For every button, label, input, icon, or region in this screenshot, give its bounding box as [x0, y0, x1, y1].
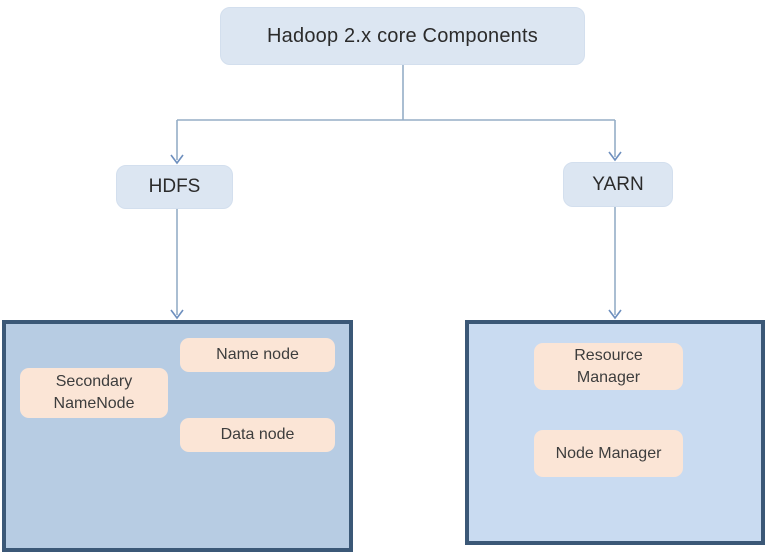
title-node-hadoop-core-components: Hadoop 2.x core Components: [220, 7, 585, 65]
name-node-component: Name node: [180, 338, 335, 372]
secondary-namenode-component: Secondary NameNode: [20, 368, 168, 418]
node-manager-component: Node Manager: [534, 430, 683, 477]
arrowhead-yarn-icon: [608, 151, 622, 162]
yarn-node: YARN: [563, 162, 673, 207]
hdfs-node: HDFS: [116, 165, 233, 209]
resource-manager-component: Resource Manager: [534, 343, 683, 390]
arrowhead-yarn-container-icon: [608, 309, 622, 320]
arrowhead-hdfs-container-icon: [170, 309, 184, 320]
arrowhead-hdfs-icon: [170, 154, 184, 165]
data-node-component: Data node: [180, 418, 335, 452]
